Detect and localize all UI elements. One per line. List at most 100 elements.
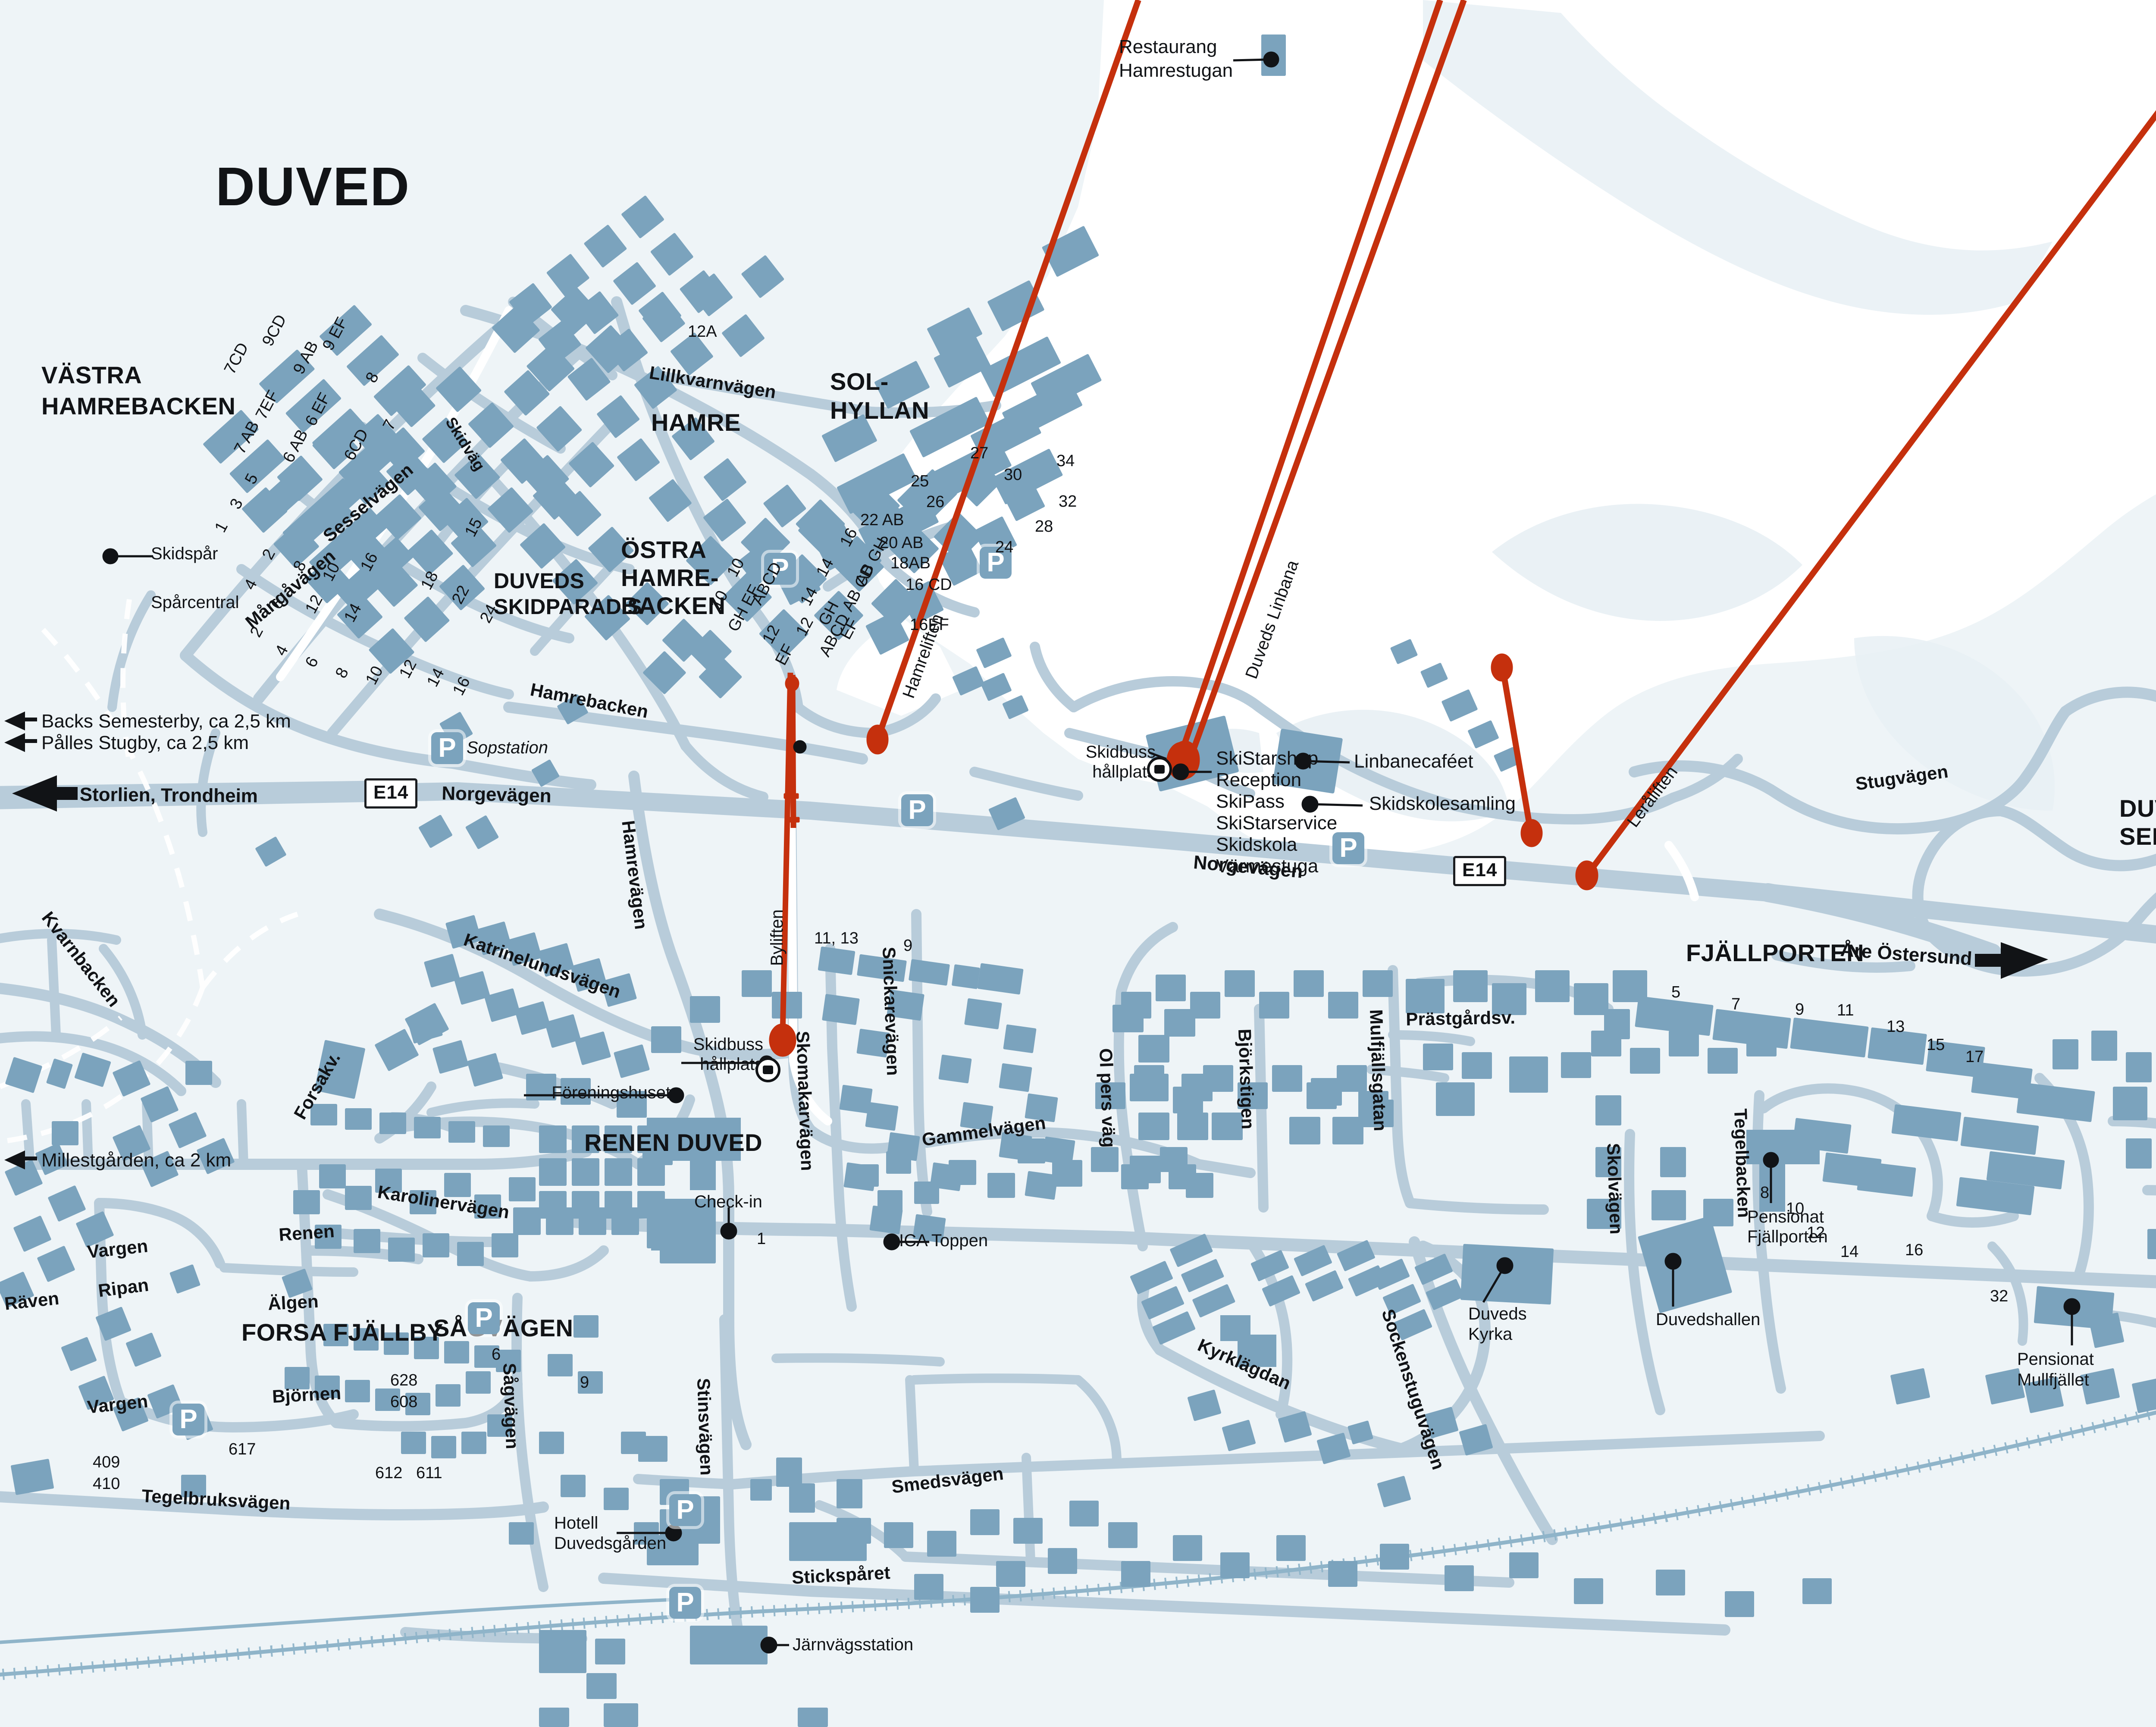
ski-lifts <box>769 0 2156 1057</box>
poi-label-pensionat-mullfjallet-line2: Mullfjället <box>2017 1370 2089 1389</box>
poi-label-sopstation: Sopstation <box>467 738 548 757</box>
scatter-northmid <box>1112 1005 1394 1189</box>
railway <box>0 1407 2156 1680</box>
house-number: 32 <box>1059 492 1077 511</box>
poi-label-hotell-line2: Duvedsgården <box>554 1534 667 1553</box>
area-label-vastra-hamrebacken-line1: VÄSTRA <box>41 361 142 389</box>
house-number: 9 <box>1795 1000 1805 1019</box>
midlift-top <box>1491 653 1513 682</box>
house-number: 30 <box>1004 466 1022 484</box>
house-number: 25 <box>911 472 929 490</box>
house-number: 12A <box>688 323 717 341</box>
bus-stop-icon-byliften <box>755 1057 780 1082</box>
katrinelund-buildings <box>407 915 802 1251</box>
poi-label-restaurang-hamrestugan-line1: Restaurang <box>1119 36 1217 57</box>
area-label-semesterby-line1: DUVEDS <box>2119 795 2156 822</box>
parking-sign-ostra-hamrebacken[interactable]: P <box>764 553 796 585</box>
house-number: 9 <box>580 1373 589 1392</box>
road-shield-e14-east: E14 <box>1453 856 1507 886</box>
house-number: 32 <box>1990 1287 2009 1305</box>
poi-label-skidbuss-2-line2: hållplats <box>700 1055 763 1074</box>
hamreliften-base <box>866 724 889 755</box>
leraliften-line <box>1584 110 2156 878</box>
parking-sign-norgevagen[interactable]: P <box>901 794 933 826</box>
area-label-fjallporten: FJÄLLPORTEN <box>1686 939 1865 966</box>
house-number: 8 <box>1760 1184 1770 1202</box>
poi-label-pensionat-mullfjallet-line1: Pensionat <box>2017 1350 2094 1369</box>
hamreliften-line <box>874 0 1141 741</box>
house-number: 617 <box>229 1440 256 1458</box>
area-label-sagvagen: SÅGVÄGEN <box>433 1314 573 1341</box>
poi-label-pensionat-fjallporten-line2: Fjällporten <box>1747 1227 1828 1246</box>
house-number: 15 <box>1927 1036 1945 1054</box>
area-label-ostra-line1: ÖSTRA <box>621 536 707 563</box>
house-number: 27 <box>970 444 989 462</box>
bus-stop-icon-skicentre <box>1147 757 1172 782</box>
area-label-semesterby-line2: SEMESTERBY <box>2119 823 2156 850</box>
poi-label-skidbuss-1-line2: hållplats <box>1092 762 1156 781</box>
parking-sign-skicentre[interactable]: P <box>1332 832 1364 864</box>
poi-label-jarnvagsstation: Järnvägsstation <box>793 1635 914 1654</box>
midlift-line <box>1500 668 1534 833</box>
poi-label-foreningshuset: Föreningshuset <box>552 1083 671 1102</box>
linbana-line-b <box>1187 0 1467 760</box>
byliften-line <box>780 672 793 1035</box>
area-label-solhyllan-line1: SOL- <box>830 368 889 395</box>
poi-label-duveds-kyrka-line1: Duveds <box>1468 1304 1527 1323</box>
parking-sign-station[interactable]: P <box>669 1587 701 1619</box>
fjallporten-row <box>1587 996 2156 1413</box>
snow-lines <box>1423 295 1898 436</box>
house-number: 28 <box>1035 517 1053 536</box>
house-number: 10 <box>1786 1200 1805 1218</box>
house-number: 20 AB <box>880 534 924 552</box>
direction-label-backs-semesterby: Backs Semesterby, ca 2,5 km <box>41 711 291 732</box>
house-number: 6 <box>492 1345 501 1363</box>
parking-sign-solhyllan[interactable]: P <box>980 547 1012 579</box>
house-number: 12 <box>1807 1224 1825 1242</box>
poi-label-reception: Reception <box>1216 769 1302 790</box>
house-number: 16 CD <box>906 576 952 594</box>
poi-label-checkin: Check-in <box>694 1192 762 1211</box>
house-number: 22 AB <box>860 511 904 529</box>
area-label-ostra-line2: HAMRE- <box>621 564 719 591</box>
snow-shading <box>1181 0 2055 821</box>
poi-label-skidskolesamling: Skidskolesamling <box>1369 793 1516 814</box>
house-number: 11 <box>1837 1001 1854 1019</box>
area-label-skidparadis-line1: DUVEDS <box>494 569 585 593</box>
parking-sign-forsa[interactable]: P <box>172 1404 204 1436</box>
poi-label-skidbuss-1-line1: Skidbuss <box>1085 743 1156 762</box>
house-number: 16 <box>1905 1241 1924 1259</box>
house-number: 1 <box>757 1230 766 1248</box>
area-label-solhyllan-line2: HYLLAN <box>830 397 930 424</box>
parking-sign-sopstation[interactable]: P <box>431 732 463 764</box>
poi-label-varmestuga: Värmestuga <box>1216 856 1319 877</box>
road-shield-e14-west: E14 <box>364 778 418 809</box>
house-number: 5 <box>1671 983 1681 1001</box>
poi-label-duveds-kyrka-line2: Kyrka <box>1468 1325 1513 1344</box>
house-number: 612 <box>375 1464 403 1482</box>
house-number: 410 <box>93 1475 120 1493</box>
midlift-base <box>1520 819 1543 847</box>
house-number: 9 <box>903 937 913 955</box>
house-number: 18AB <box>890 554 931 572</box>
house-number: 34 <box>1056 452 1075 470</box>
south-buildings <box>539 1436 1832 1727</box>
parking-sign-hotell[interactable]: P <box>669 1494 701 1526</box>
poi-label-duvedshallen: Duvedshallen <box>1656 1310 1761 1329</box>
parking-sign-sagvagen[interactable]: P <box>468 1302 500 1334</box>
poi-label-skidskola: Skidskola <box>1216 834 1297 855</box>
area-label-renen-duved: RENEN DUVED <box>584 1129 763 1156</box>
poi-label-sparcentral: Spårcentral <box>151 593 239 612</box>
byliften-base <box>769 1023 796 1057</box>
area-label-vastra-hamrebacken-line2: HAMREBACKEN <box>41 392 236 420</box>
poi-label-ica-toppen: ICA Toppen <box>899 1231 988 1250</box>
house-number: 7 <box>1731 995 1741 1013</box>
house-number: 628 <box>390 1371 418 1389</box>
house-number: 13 <box>1887 1018 1905 1036</box>
poi-label-skidbuss-2-line1: Skidbuss <box>693 1035 763 1054</box>
house-number: 11, 13 <box>814 929 859 947</box>
poi-label-skistarservice: SkiStarservice <box>1216 812 1338 834</box>
area-label-hamre: HAMRE <box>651 409 741 436</box>
